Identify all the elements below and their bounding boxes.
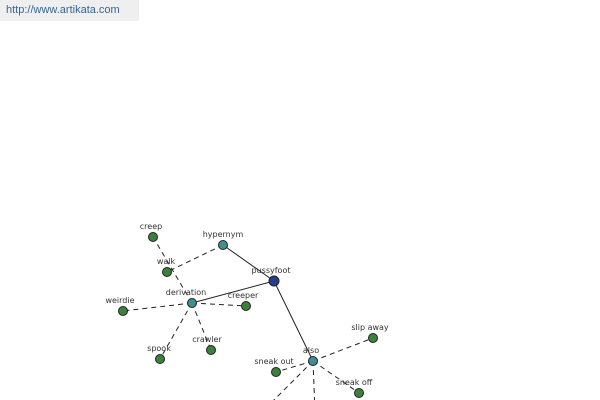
node-dot-pussyfoot[interactable] xyxy=(268,275,280,287)
node-hypernym[interactable]: hypernym xyxy=(203,230,244,250)
node-creeper[interactable]: creeper xyxy=(228,291,259,311)
node-label-slip-away[interactable]: slip away xyxy=(351,323,389,332)
node-dot-sneak-out[interactable] xyxy=(271,367,281,377)
edge-also-sneak-out xyxy=(275,360,314,373)
node-crawler[interactable]: crawler xyxy=(192,335,222,355)
node-label-pussyfoot[interactable]: pussyfoot xyxy=(252,266,291,275)
edge-also-offscreen-bottom-left xyxy=(273,360,314,400)
edge-also-offscreen-bottom xyxy=(312,360,316,400)
edge-also-sneak-off xyxy=(312,360,360,394)
node-pussyfoot[interactable]: pussyfoot xyxy=(252,266,291,287)
node-label-sneak-out[interactable]: sneak out xyxy=(254,357,293,366)
node-label-spook[interactable]: spook xyxy=(147,344,171,353)
node-dot-also[interactable] xyxy=(308,356,318,366)
node-label-derivation[interactable]: derivation xyxy=(166,288,206,297)
edge-pussyfoot-also xyxy=(273,280,314,362)
edge-pussyfoot-hypernym xyxy=(222,244,275,282)
node-label-creep[interactable]: creep xyxy=(140,222,162,231)
node-creep[interactable]: creep xyxy=(140,222,162,242)
node-also[interactable]: also xyxy=(303,346,319,366)
edges-layer xyxy=(122,236,374,400)
node-dot-sneak-off[interactable] xyxy=(354,388,364,398)
node-label-also[interactable]: also xyxy=(303,346,319,355)
node-label-creeper[interactable]: creeper xyxy=(228,291,259,300)
edge-derivation-creeper xyxy=(191,302,247,307)
node-dot-walk[interactable] xyxy=(162,267,172,277)
node-dot-hypernym[interactable] xyxy=(218,240,228,250)
node-derivation[interactable]: derivation xyxy=(166,288,206,308)
node-label-hypernym[interactable]: hypernym xyxy=(203,230,244,239)
node-dot-creep[interactable] xyxy=(148,232,158,242)
node-sneak-out[interactable]: sneak out xyxy=(254,357,294,377)
node-label-crawler[interactable]: crawler xyxy=(192,335,222,344)
edge-pussyfoot-derivation xyxy=(191,280,275,304)
node-dot-weirdie[interactable] xyxy=(118,306,128,316)
edge-derivation-creep xyxy=(152,236,193,304)
node-dot-crawler[interactable] xyxy=(206,345,216,355)
node-label-sneak-off[interactable]: sneak off xyxy=(336,378,373,387)
node-walk[interactable]: walk xyxy=(157,257,176,277)
node-slip-away[interactable]: slip away xyxy=(351,323,389,343)
edge-derivation-spook xyxy=(159,302,193,360)
node-dot-derivation[interactable] xyxy=(187,298,197,308)
nodes-layer: pussyfoot hypernym derivation also walk creep… xyxy=(105,222,389,398)
source-url[interactable]: http://www.artikata.com xyxy=(0,0,139,21)
node-spook[interactable]: spook xyxy=(147,344,171,364)
edge-also-slip-away xyxy=(312,337,374,362)
node-dot-slip-away[interactable] xyxy=(368,333,378,343)
node-label-weirdie[interactable]: weirdie xyxy=(105,296,134,305)
edge-derivation-weirdie xyxy=(122,302,193,312)
node-dot-spook[interactable] xyxy=(155,354,165,364)
node-sneak-off[interactable]: sneak off xyxy=(336,378,373,398)
node-dot-creeper[interactable] xyxy=(241,301,251,311)
node-weirdie[interactable]: weirdie xyxy=(105,296,135,316)
node-label-walk[interactable]: walk xyxy=(157,257,176,266)
edge-hypernym-walk xyxy=(166,244,224,273)
